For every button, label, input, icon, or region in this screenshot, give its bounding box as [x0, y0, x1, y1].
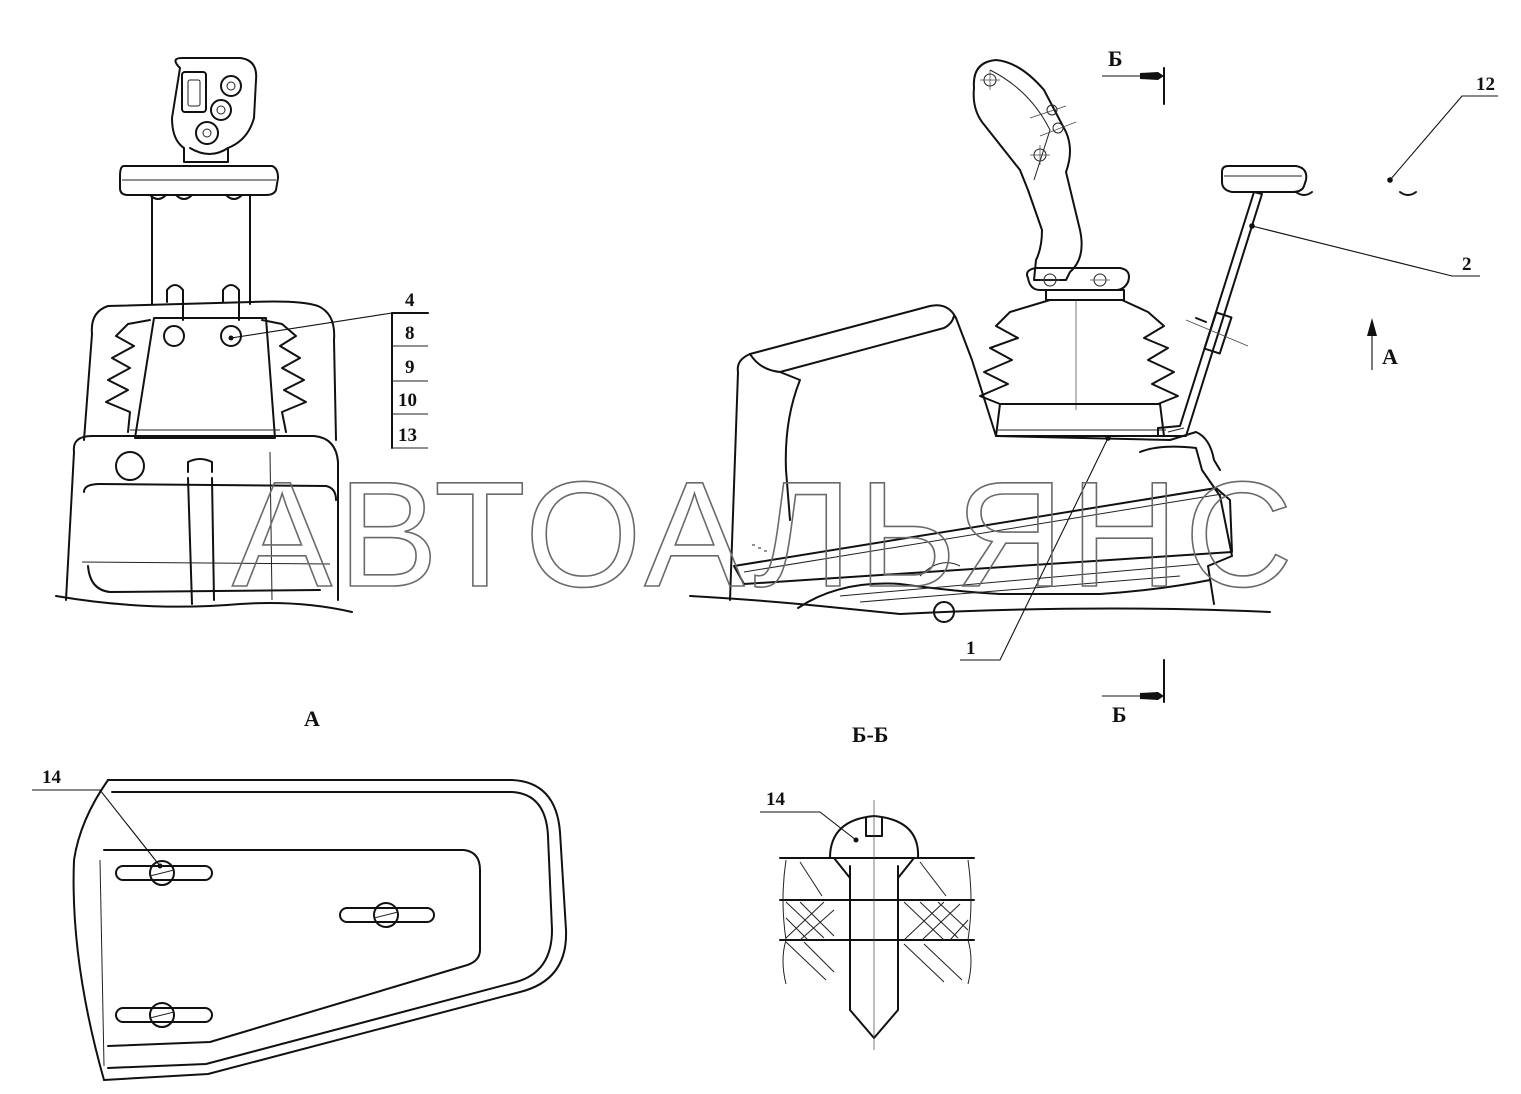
- callout-2: 2: [1462, 254, 1472, 275]
- front-view: [55, 57, 429, 613]
- view-arrow-label: А: [1382, 344, 1398, 369]
- section-mark-top: Б: [1108, 46, 1123, 71]
- section-bb: [760, 800, 975, 1050]
- callout-14-view-a: 14: [42, 767, 62, 788]
- section-bb-title: Б-Б: [852, 722, 888, 747]
- callout-14-section-bb: 14: [766, 789, 786, 810]
- callout-12: 12: [1476, 74, 1495, 95]
- view-a: [32, 779, 568, 1081]
- callout-1: 1: [966, 638, 976, 659]
- watermark: АВТОАЛЬЯНС: [232, 450, 1299, 618]
- side-view: [689, 59, 1498, 703]
- callout-4: 4: [405, 290, 415, 311]
- callout-8: 8: [405, 323, 415, 344]
- callout-13: 13: [398, 425, 417, 446]
- callout-9: 9: [405, 357, 415, 378]
- callout-10: 10: [398, 390, 417, 411]
- view-a-title: А: [304, 706, 320, 731]
- section-mark-bottom: Б: [1112, 702, 1127, 727]
